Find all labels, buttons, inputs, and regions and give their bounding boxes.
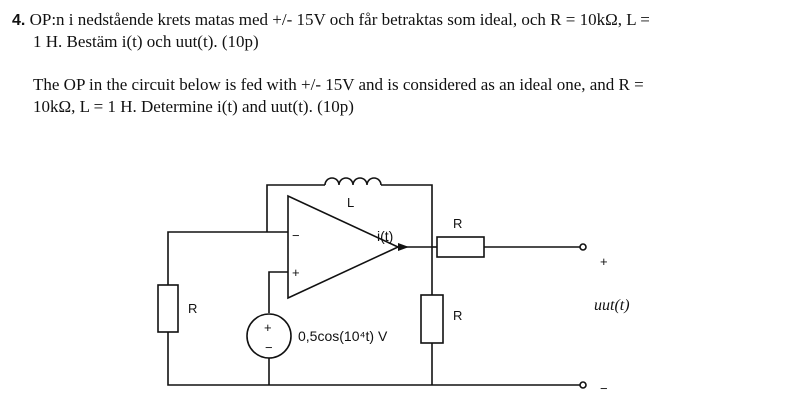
ground-wire <box>167 332 580 386</box>
series-resistor <box>436 236 485 258</box>
opamp-triangle <box>287 194 400 300</box>
output-voltage-label: uut(t) <box>594 297 630 314</box>
swedish-line-1: 4. OP:n i nedstående krets matas med +/-… <box>12 10 650 30</box>
current-label: i(t) <box>377 228 393 244</box>
plus-input-label: + <box>292 265 300 280</box>
output-terminal-minus <box>579 381 587 389</box>
inductor-coil <box>324 177 382 186</box>
source-minus-label: − <box>265 340 273 355</box>
problem-number: 4. <box>12 12 26 29</box>
feedback-wire-left <box>266 184 325 232</box>
swedish-text-1: OP:n i nedstående krets matas med +/- 15… <box>29 10 650 29</box>
english-line-2: 10kΩ, L = 1 H. Determine i(t) and uut(t)… <box>33 97 354 116</box>
english-line-1: The OP in the circuit below is fed with … <box>33 75 644 94</box>
minus-input-label: − <box>292 228 300 243</box>
series-resistor-label: R <box>453 216 462 231</box>
left-resistor <box>157 284 179 333</box>
right-resistor-label: R <box>453 308 462 323</box>
output-plus-label: + <box>600 254 608 269</box>
source-label: 0,5cos(10⁴t) V <box>298 328 388 344</box>
noninverting-input-wire <box>268 271 288 313</box>
feedback-wire-right <box>381 184 433 247</box>
swedish-line-2: 1 H. Bestäm i(t) och uut(t). (10p) <box>33 32 259 51</box>
output-terminal-plus <box>579 243 587 251</box>
source-plus-label: + <box>264 320 272 335</box>
inductor-label: L <box>347 195 354 210</box>
inverting-input-wire <box>167 231 288 285</box>
left-resistor-label: R <box>188 301 197 316</box>
current-arrow <box>398 243 409 251</box>
right-resistor <box>420 294 444 344</box>
output-minus-label: − <box>600 381 608 396</box>
